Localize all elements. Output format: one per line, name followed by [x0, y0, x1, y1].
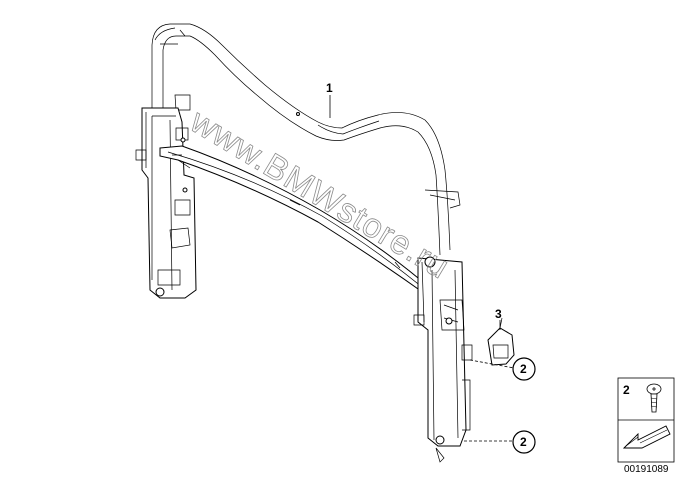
diagram-code: 00191089 — [624, 464, 669, 475]
callout-circle-top-label: 2 — [520, 362, 527, 376]
callout-lines — [329, 95, 515, 442]
legend-item-number: 2 — [623, 383, 630, 397]
callout-circle-bottom-label: 2 — [520, 435, 527, 449]
callout-label-3: 3 — [495, 307, 502, 321]
legend-box: 2 — [617, 377, 675, 463]
callout-circle-bottom[interactable]: 2 — [512, 430, 536, 454]
right-cassette[interactable] — [413, 256, 473, 463]
watermark-text: www.BMWstore.ru — [183, 102, 456, 287]
callout-circle-top[interactable]: 2 — [512, 357, 536, 381]
screw-icon — [646, 383, 662, 413]
callout-label-1: 1 — [326, 81, 333, 95]
rollover-bar-frame[interactable] — [151, 23, 461, 256]
clip-part-3[interactable] — [487, 317, 515, 366]
view-direction-arrow-icon — [622, 425, 671, 449]
